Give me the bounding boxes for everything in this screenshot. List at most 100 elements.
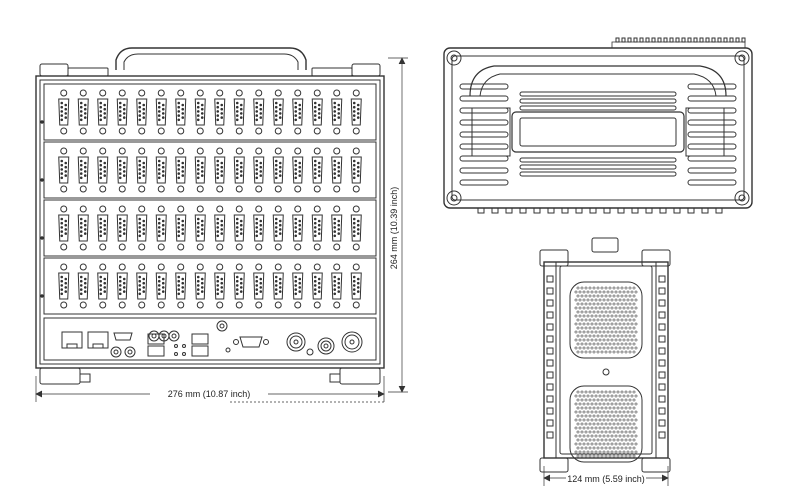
pin-tooth	[669, 37, 674, 43]
connector-row	[40, 141, 377, 199]
top-chassis	[443, 47, 753, 209]
fan-grille-top	[569, 281, 643, 359]
db9-connector	[292, 147, 304, 193]
db9-connector	[272, 89, 284, 135]
db9-connector	[350, 205, 362, 251]
side-rib	[546, 431, 554, 439]
vent-slot	[687, 179, 737, 186]
side-rib	[658, 419, 666, 427]
pin-tooth	[693, 37, 698, 43]
vent-slot	[687, 131, 737, 138]
edge-port	[701, 207, 709, 214]
db9-connector	[331, 263, 343, 309]
vent-slot	[687, 107, 737, 114]
side-rib	[546, 347, 554, 355]
ethernet-port	[61, 331, 83, 349]
db9-connector	[77, 263, 89, 309]
side-rib	[546, 359, 554, 367]
db9-connector	[311, 205, 323, 251]
db9-connector	[331, 147, 343, 193]
db9-connector	[350, 147, 362, 193]
vent-slot	[519, 91, 677, 97]
edge-port	[673, 207, 681, 214]
usb-stack	[147, 333, 165, 357]
db9-connector	[97, 89, 109, 135]
db9-connector	[97, 147, 109, 193]
pin-tooth	[681, 37, 686, 43]
edge-port	[533, 207, 541, 214]
db9-connector	[97, 263, 109, 309]
pin-tooth	[651, 37, 656, 43]
db9-connector	[233, 205, 245, 251]
db9-connector	[58, 263, 70, 309]
round-port	[110, 346, 122, 358]
vent-slot	[687, 95, 737, 102]
side-rib	[658, 287, 666, 295]
pin-tooth	[657, 37, 662, 43]
vent-slot	[459, 155, 509, 162]
front-view	[35, 47, 385, 385]
db9-connector	[331, 89, 343, 135]
side-rib	[658, 371, 666, 379]
edge-port	[715, 207, 723, 214]
vent-slot	[459, 143, 509, 150]
db9-connector	[311, 263, 323, 309]
connector-row	[40, 257, 377, 315]
db9-connector	[214, 205, 226, 251]
vent-slot	[519, 171, 677, 177]
vent-slot	[519, 105, 677, 111]
db9-connector	[272, 205, 284, 251]
edge-port	[575, 207, 583, 214]
side-rib	[546, 335, 554, 343]
db9-connector	[155, 89, 167, 135]
vent-slot	[519, 98, 677, 104]
vent-slot	[687, 167, 737, 174]
pin-tooth	[633, 37, 638, 43]
width-dimension-line	[35, 376, 385, 403]
db9-connector	[175, 205, 187, 251]
db9-connector	[214, 89, 226, 135]
side-chassis	[543, 261, 669, 459]
db9-connector	[136, 89, 148, 135]
height-dimension-line	[388, 57, 408, 393]
db9-connector	[272, 147, 284, 193]
edge-port	[645, 207, 653, 214]
pin-tooth	[723, 37, 728, 43]
db9-connector	[292, 89, 304, 135]
led-indicator	[182, 344, 186, 348]
power-button	[216, 320, 228, 332]
vent-slot	[687, 155, 737, 162]
db9-connector	[253, 89, 265, 135]
db9-connector	[77, 205, 89, 251]
width-dimension-label: 276 mm (10.87 inch)	[168, 389, 251, 399]
side-rib	[546, 287, 554, 295]
db9-connector	[214, 147, 226, 193]
side-rib	[546, 323, 554, 331]
pin-tooth	[705, 37, 710, 43]
pin-tooth	[711, 37, 716, 43]
edge-port	[505, 207, 513, 214]
side-rib	[658, 431, 666, 439]
db9-connector	[194, 263, 206, 309]
vent-slot	[519, 157, 677, 163]
db9-connector	[194, 147, 206, 193]
side-view	[539, 237, 671, 473]
carry-handle	[115, 47, 307, 70]
db9-connector	[350, 89, 362, 135]
db9-connector	[116, 147, 128, 193]
height-dimension-label: 264 mm (10.39 inch)	[389, 187, 399, 270]
db9-connector	[77, 147, 89, 193]
fan-hole-pattern	[574, 390, 638, 458]
db9-connector	[175, 147, 187, 193]
side-rib	[546, 275, 554, 283]
db9-connector	[311, 89, 323, 135]
side-rib	[546, 395, 554, 403]
connector-row	[40, 199, 377, 257]
side-rib	[658, 311, 666, 319]
db9-connector	[311, 147, 323, 193]
foot-bottom-left	[39, 367, 81, 385]
edge-port	[547, 207, 555, 214]
led-indicator	[174, 352, 178, 356]
db9-connector	[155, 263, 167, 309]
pin-tooth	[645, 37, 650, 43]
